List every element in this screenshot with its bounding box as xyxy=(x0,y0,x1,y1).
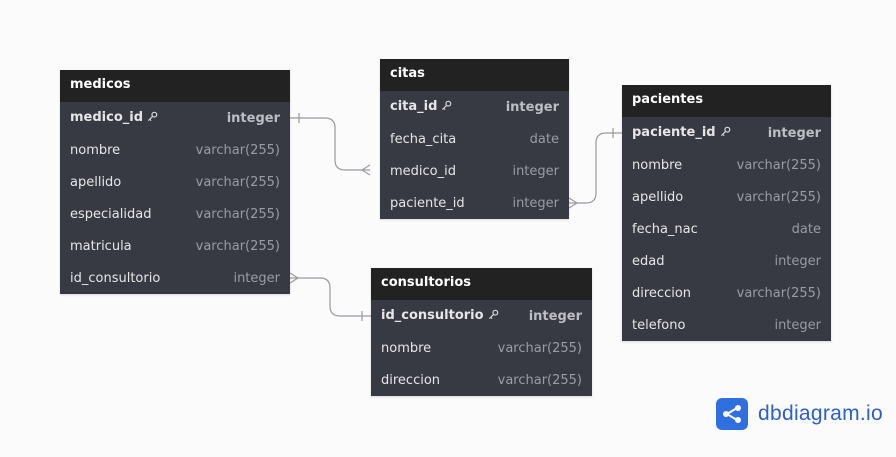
field-name-wrap: matricula xyxy=(70,239,132,254)
field-name: especialidad xyxy=(70,206,152,222)
primary-key-icon xyxy=(147,111,158,126)
field-type: varchar(255) xyxy=(497,372,582,388)
field-name: id_consultorio xyxy=(381,308,484,323)
field-name: paciente_id xyxy=(390,195,465,211)
field-name-wrap: telefono xyxy=(632,318,685,333)
brand-logo-link[interactable]: dbdiagram.io xyxy=(716,398,883,430)
field-name-wrap: fecha_nac xyxy=(632,222,698,237)
field-row[interactable]: id_consultorio integer xyxy=(371,300,592,332)
brand-name: dbdiagram.io xyxy=(758,402,884,425)
field-name: nombre xyxy=(381,340,432,356)
field-row[interactable]: direccion varchar(255) xyxy=(622,277,831,309)
field-name-wrap: direccion xyxy=(381,373,440,388)
field-row[interactable]: edad integer xyxy=(622,245,831,277)
relation-medicos-citas xyxy=(290,117,370,171)
field-name: cita_id xyxy=(390,99,438,114)
field-type: varchar(255) xyxy=(736,189,821,205)
field-type: integer xyxy=(226,110,280,126)
field-type: varchar(255) xyxy=(195,142,280,158)
field-name-wrap: apellido xyxy=(632,190,683,205)
field-type: integer xyxy=(512,195,559,211)
field-type: date xyxy=(791,221,821,237)
field-row[interactable]: paciente_id integer xyxy=(622,117,831,149)
field-name-wrap: id_consultorio xyxy=(70,271,160,286)
field-row[interactable]: medico_id integer xyxy=(60,102,290,134)
field-name-wrap: especialidad xyxy=(70,207,151,222)
field-type: varchar(255) xyxy=(497,340,582,356)
primary-key-icon xyxy=(488,309,499,324)
field-name: medico_id xyxy=(390,163,456,179)
field-name: matricula xyxy=(70,238,132,254)
table-header[interactable]: citas xyxy=(380,59,569,91)
field-name-wrap: fecha_cita xyxy=(390,132,456,147)
field-row[interactable]: nombre varchar(255) xyxy=(371,332,592,364)
field-name: fecha_cita xyxy=(390,131,457,147)
field-name-wrap: medico_id xyxy=(70,110,158,126)
field-name-wrap: apellido xyxy=(70,175,121,190)
table-header[interactable]: medicos xyxy=(60,70,290,102)
table-header[interactable]: consultorios xyxy=(371,268,592,300)
field-row[interactable]: id_consultorio integer xyxy=(60,262,290,294)
field-row[interactable]: especialidad varchar(255) xyxy=(60,198,290,230)
field-type: varchar(255) xyxy=(195,174,280,190)
field-name-wrap: paciente_id xyxy=(390,196,465,211)
table-consultorios[interactable]: consultorios id_consultorio integer nombre v… xyxy=(371,268,592,396)
field-row[interactable]: apellido varchar(255) xyxy=(622,181,831,213)
field-name-wrap: direccion xyxy=(632,286,691,301)
field-row[interactable]: matricula varchar(255) xyxy=(60,230,290,262)
field-name: nombre xyxy=(632,157,683,173)
field-name-wrap: cita_id xyxy=(390,99,452,115)
field-type: integer xyxy=(233,270,280,286)
field-name: nombre xyxy=(70,142,121,158)
field-row[interactable]: direccion varchar(255) xyxy=(371,364,592,396)
field-row[interactable]: fecha_cita date xyxy=(380,123,569,155)
field-name-wrap: paciente_id xyxy=(632,125,731,141)
field-row[interactable]: nombre varchar(255) xyxy=(622,149,831,181)
field-name-wrap: medico_id xyxy=(390,164,456,179)
field-name: fecha_nac xyxy=(632,221,698,237)
field-name: apellido xyxy=(70,174,122,190)
field-type: integer xyxy=(774,253,821,269)
share-nodes-icon xyxy=(716,398,748,430)
field-name-wrap: id_consultorio xyxy=(381,308,499,324)
field-row[interactable]: nombre varchar(255) xyxy=(60,134,290,166)
field-name: id_consultorio xyxy=(70,270,161,286)
field-name: medico_id xyxy=(70,110,144,125)
field-type: integer xyxy=(512,163,559,179)
table-header[interactable]: pacientes xyxy=(622,85,831,117)
field-row[interactable]: apellido varchar(255) xyxy=(60,166,290,198)
field-name: direccion xyxy=(381,372,441,388)
field-type: varchar(255) xyxy=(736,285,821,301)
field-name-wrap: nombre xyxy=(381,341,431,356)
field-name: direccion xyxy=(632,285,692,301)
field-type: integer xyxy=(774,317,821,333)
field-type: varchar(255) xyxy=(736,157,821,173)
field-row[interactable]: cita_id integer xyxy=(380,91,569,123)
field-name: edad xyxy=(632,253,665,269)
field-row[interactable]: fecha_nac date xyxy=(622,213,831,245)
field-row[interactable]: telefono integer xyxy=(622,309,831,341)
field-name: telefono xyxy=(632,317,686,333)
field-name-wrap: nombre xyxy=(70,143,120,158)
field-type: integer xyxy=(767,125,821,141)
field-type: varchar(255) xyxy=(195,238,280,254)
field-type: date xyxy=(529,131,559,147)
field-name: apellido xyxy=(632,189,684,205)
field-row[interactable]: paciente_id integer xyxy=(380,187,569,219)
field-name: paciente_id xyxy=(632,125,716,140)
relation-medicos-consultorios xyxy=(290,277,371,317)
field-type: varchar(255) xyxy=(195,206,280,222)
field-name-wrap: nombre xyxy=(632,158,682,173)
primary-key-icon xyxy=(720,126,731,141)
field-type: integer xyxy=(505,99,559,115)
relation-citas-pacientes xyxy=(569,132,622,204)
field-name-wrap: edad xyxy=(632,254,664,269)
field-row[interactable]: medico_id integer xyxy=(380,155,569,187)
primary-key-icon xyxy=(441,100,452,115)
field-type: integer xyxy=(528,308,582,324)
